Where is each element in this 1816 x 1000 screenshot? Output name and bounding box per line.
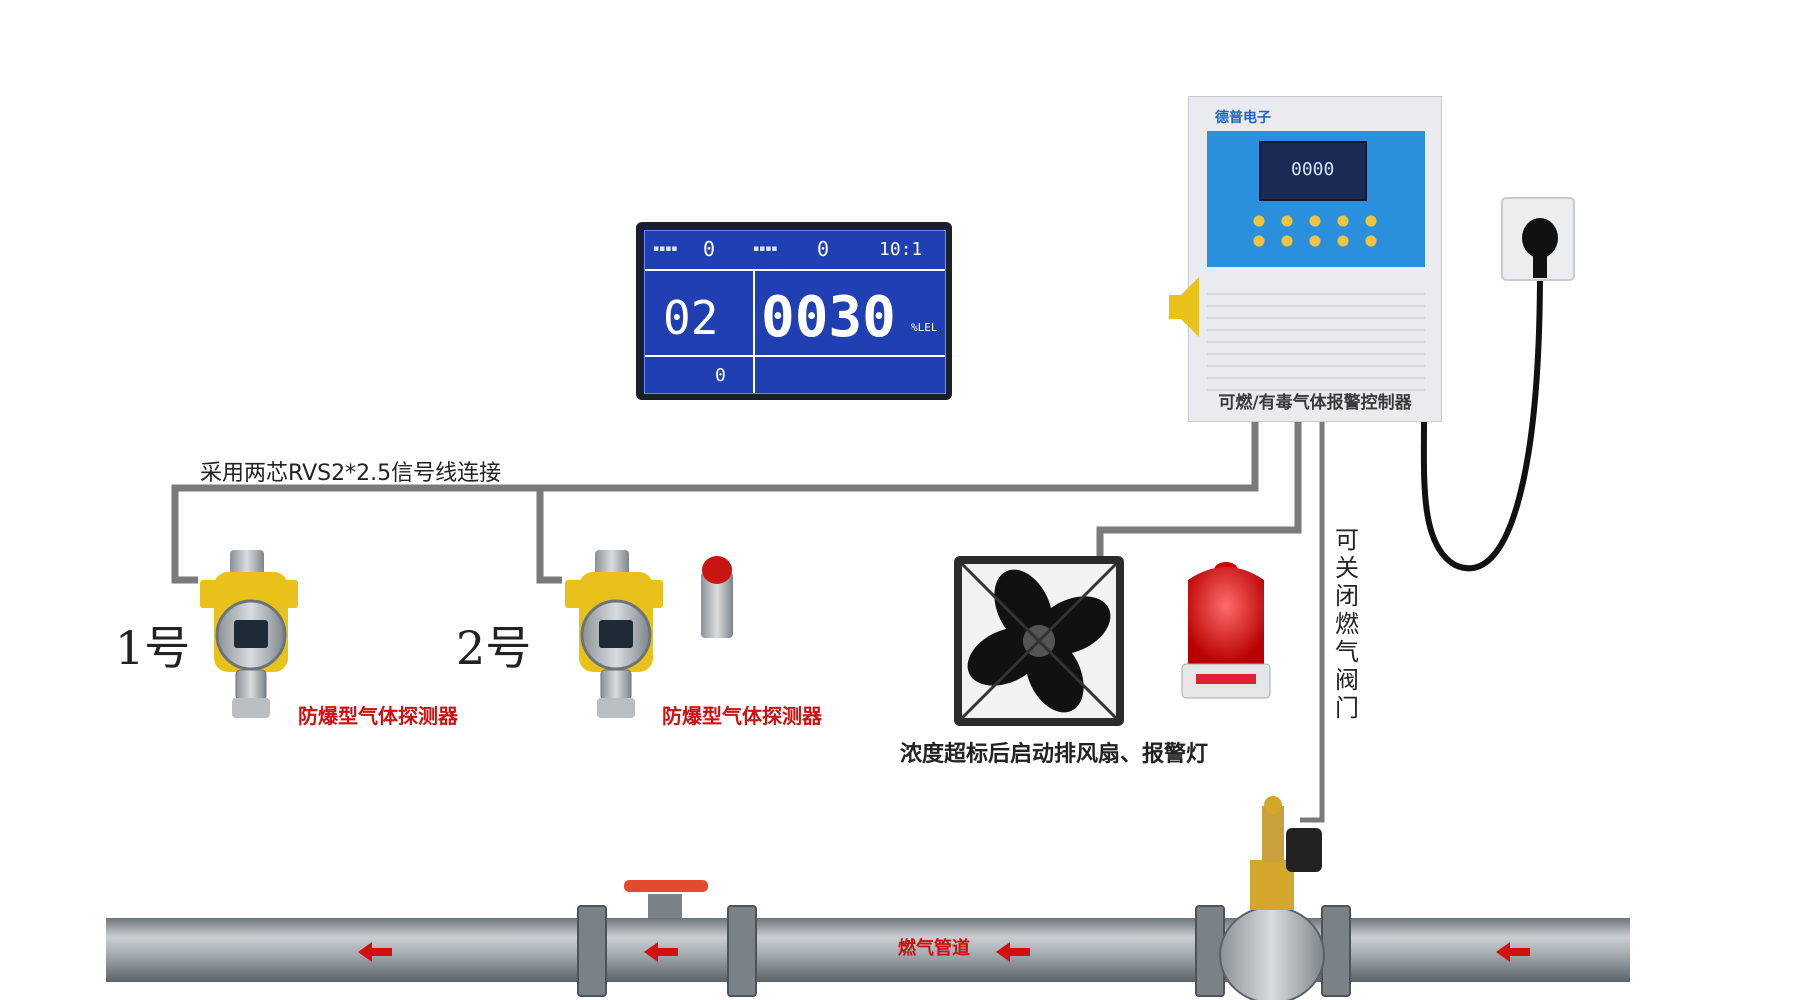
lcd-channel: 02 <box>663 291 719 345</box>
controller-name: 可燃/有毒气体报警控制器 <box>1218 393 1412 413</box>
detector-1-number: 1号 <box>115 621 191 675</box>
lcd-top-left-value: 0 <box>703 237 716 261</box>
lcd-unit: %LEL <box>911 321 938 334</box>
fan-light-caption: 浓度超标后启动排风扇、报警灯 <box>900 742 1209 767</box>
valve-caption: 可关闭燃气阀门 <box>1335 526 1359 722</box>
lcd-bottom-left-value: 0 <box>715 365 726 386</box>
pipe-caption: 燃气管道 <box>898 938 970 959</box>
solenoid-valve-icon <box>1219 796 1325 1000</box>
exhaust-fan-icon <box>954 556 1124 726</box>
lcd-reading: 0030 <box>761 285 896 350</box>
gas-pipeline <box>106 796 1630 1000</box>
detector-2-caption: 防爆型气体探测器 <box>662 704 822 728</box>
lcd-top-row: ▪▪▪▪ 0 ▪▪▪▪ 0 10:1 <box>645 231 945 271</box>
lcd-top-right-value: 10:1 <box>879 239 923 260</box>
detector-2-number: 2号 <box>456 621 532 675</box>
wall-socket-plug-icon <box>1501 197 1575 281</box>
lcd-top-mid-value: 0 <box>817 237 830 261</box>
gas-detector-2 <box>565 550 733 718</box>
power-cord <box>1420 269 1543 572</box>
lcd-display: ▪▪▪▪ 0 ▪▪▪▪ 0 10:1 02 0030 %LEL 0 <box>636 222 952 400</box>
alarm-controller: 德普电子 0000 可燃/有毒气体报警控制器 <box>1169 96 1442 422</box>
controller-vents <box>1207 283 1425 393</box>
lcd-tiny-label: ▪▪▪▪ <box>753 244 778 254</box>
controller-screen: 0000 <box>1259 141 1367 201</box>
controller-panel: 0000 <box>1207 131 1425 267</box>
detector-1-caption: 防爆型气体探测器 <box>298 704 458 728</box>
alarm-beacon-icon <box>1181 562 1271 699</box>
controller-brand: 德普电子 <box>1215 110 1271 126</box>
lcd-divider <box>753 269 755 393</box>
gas-detector-1 <box>200 550 298 718</box>
flow-arrows <box>358 942 1530 962</box>
wire-label: 采用两芯RVS2*2.5信号线连接 <box>200 461 502 486</box>
lcd-screen: ▪▪▪▪ 0 ▪▪▪▪ 0 10:1 02 0030 %LEL 0 <box>644 230 946 394</box>
controller-keypad <box>1245 211 1385 251</box>
lcd-tiny-label: ▪▪▪▪ <box>653 244 678 254</box>
controller-readout: 0000 <box>1291 159 1335 180</box>
signal-wires <box>171 420 1325 823</box>
lcd-divider <box>645 355 945 357</box>
